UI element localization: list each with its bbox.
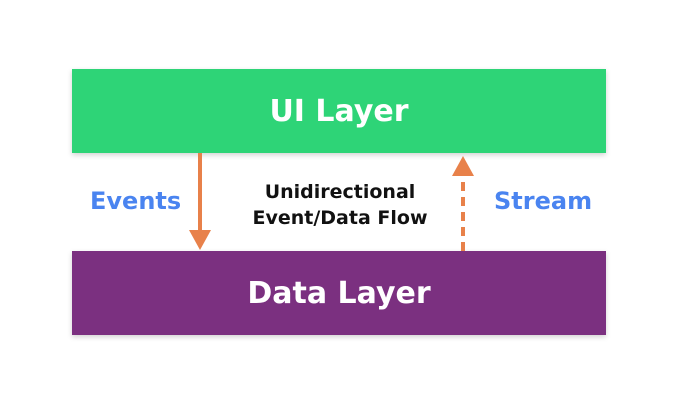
ui-layer-box: UI Layer bbox=[72, 69, 606, 153]
data-layer-label: Data Layer bbox=[247, 275, 431, 311]
flow-caption-line-1: Unidirectional bbox=[264, 181, 416, 203]
events-arrow-head bbox=[189, 230, 211, 250]
flow-caption: Unidirectional Event/Data Flow bbox=[228, 179, 452, 231]
flow-caption-line-2: Event/Data Flow bbox=[252, 207, 428, 229]
data-layer-box: Data Layer bbox=[72, 251, 606, 335]
ui-layer-label: UI Layer bbox=[269, 93, 409, 129]
stream-arrow-head bbox=[452, 156, 474, 176]
events-label: Events bbox=[90, 187, 182, 215]
stream-label: Stream bbox=[494, 187, 593, 215]
